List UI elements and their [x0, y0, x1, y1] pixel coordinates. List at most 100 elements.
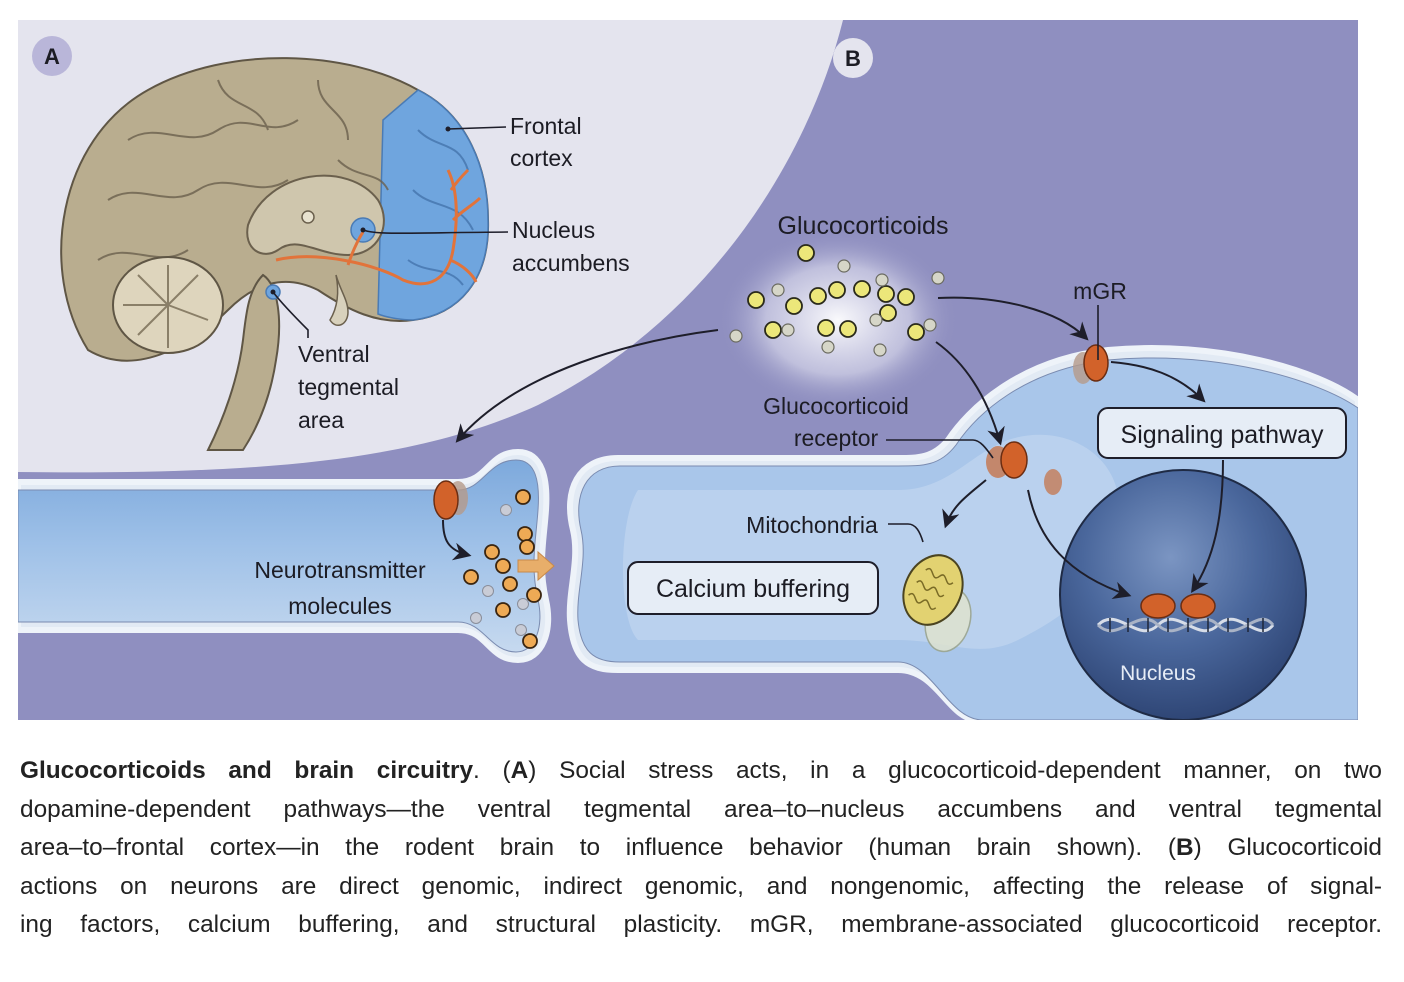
neurotransmitter-molecule [495, 602, 511, 618]
label-nucleus-accumbens-1: Nucleus [512, 217, 595, 243]
label-neurotransmitter-1: Neurotransmitter [254, 557, 426, 583]
glucocorticoid-molecule [729, 329, 743, 343]
neurotransmitter-molecule [526, 587, 542, 603]
calcium-buffering-box: Calcium buffering [627, 561, 879, 615]
caption-bold-text: Glucocorticoids and brain circuitry [20, 757, 474, 784]
label-glucocorticoid-receptor-1: Glucocorticoid [763, 393, 909, 419]
panel-a-badge: A [32, 36, 72, 76]
glucocorticoid-molecules [729, 244, 945, 357]
arrow-to-glucocorticoid-receptor [935, 341, 1005, 446]
glucocorticoid-molecule [873, 343, 887, 357]
neurotransmitter-molecule [522, 633, 538, 649]
nucleus: Nucleus [1059, 469, 1307, 720]
dopamine-pathways [275, 168, 482, 286]
neurotransmitter-molecule [463, 569, 479, 585]
label-calcium-buffering: Calcium buffering [656, 575, 850, 603]
caption-text: actions on neurons are direct genomic, i… [20, 872, 1382, 900]
mgr-receptor [1073, 344, 1109, 384]
glucocorticoid-glow [718, 230, 958, 410]
caption-text: ) Social stress acts, in a glucocorticoi… [528, 757, 1382, 784]
caption-text: ) Glucocorticoid [1193, 834, 1382, 862]
glucocorticoid-molecule [853, 280, 871, 298]
glucocorticoid-molecule [764, 321, 782, 339]
glucocorticoid-molecule [797, 244, 815, 262]
arrow-to-presynaptic [455, 329, 719, 443]
ventral-tegmental-leader [272, 291, 309, 338]
neurotransmitter-molecule [519, 539, 535, 555]
neurotransmitter-molecule [470, 612, 482, 624]
release-arrow-icon [517, 550, 555, 582]
caption-line: area–to–frontal cortex—in the rodent bra… [20, 829, 1382, 868]
nucleus-accumbens-leader [362, 229, 509, 235]
glucocorticoid-molecule [879, 304, 897, 322]
label-nucleus: Nucleus [1120, 662, 1196, 685]
signaling-pathway-box: Signaling pathway [1097, 407, 1347, 459]
caption-text: area–to–frontal cortex—in the rodent bra… [20, 834, 1176, 862]
receptor-on-dna [1140, 593, 1176, 619]
caption-text: . ( [473, 757, 511, 784]
neurotransmitter-molecules [463, 489, 542, 649]
label-nucleus-accumbens-2: accumbens [512, 250, 630, 276]
caption-line: actions on neurons are direct genomic, i… [20, 868, 1382, 907]
glucocorticoid-molecule [817, 319, 835, 337]
arrow-mgr-to-signaling [1110, 361, 1206, 403]
dna-helix-icon [1096, 617, 1275, 633]
brain-stem [206, 273, 281, 451]
neurotransmitter-molecule [517, 526, 533, 542]
mitochondria-icon [902, 554, 972, 653]
label-neurotransmitter-2: molecules [288, 593, 392, 619]
label-glucocorticoids: Glucocorticoids [778, 212, 949, 240]
glucocorticoid-molecule [747, 291, 765, 309]
arrow-to-mitochondria [942, 479, 987, 529]
label-signaling-pathway: Signaling pathway [1121, 421, 1324, 449]
brain-illustration [60, 57, 509, 451]
label-mitochondria: Mitochondria [746, 512, 878, 538]
glucocorticoid-molecule [785, 297, 803, 315]
label-ventral-tegmental-2: tegmental [298, 374, 399, 400]
caption-line: Glucocorticoids and brain circuitry. (A)… [20, 752, 1382, 791]
neurotransmitter-molecule [515, 624, 527, 636]
figure-canvas: A B Frontal cortex Nucleus accumbens Ven… [18, 20, 1358, 720]
neurotransmitter-molecule [495, 558, 511, 574]
receptor-on-dna [1180, 593, 1216, 619]
neurotransmitter-molecule [484, 544, 500, 560]
frontal-cortex-region [377, 89, 489, 321]
glucocorticoid-molecule [828, 281, 846, 299]
glucocorticoid-molecule [907, 323, 925, 341]
glucocorticoid-molecule [923, 318, 937, 332]
neurotransmitter-molecule [517, 598, 529, 610]
glucocorticoid-molecule [837, 259, 851, 273]
glucocorticoid-molecule [897, 288, 915, 306]
glucocorticoid-molecule [839, 320, 857, 338]
label-ventral-tegmental-1: Ventral [298, 341, 370, 367]
glucocorticoid-molecule [771, 283, 785, 297]
arrow-to-dna-direct [1027, 489, 1132, 599]
caption-line: dopamine-dependent pathways—the ventral … [20, 791, 1382, 830]
label-glucocorticoid-receptor-2: receptor [794, 425, 879, 451]
glucocorticoid-molecule [821, 340, 835, 354]
neurotransmitter-molecule [482, 585, 494, 597]
label-frontal-cortex-1: Frontal [510, 113, 582, 139]
caption-bold-text: A [510, 757, 529, 784]
caption-bold-text: B [1176, 834, 1194, 862]
arrow-to-mgr [937, 296, 1089, 341]
svg-text:A: A [44, 44, 60, 69]
presynaptic-receptor [433, 480, 468, 520]
arrow-receptor-to-release [442, 519, 472, 561]
presynaptic-neuron [18, 448, 552, 664]
caption-text: ing factors, calcium buffering, and stru… [20, 911, 1382, 939]
figure: A B Frontal cortex Nucleus accumbens Ven… [18, 20, 1358, 720]
caption-line: ing factors, calcium buffering, and stru… [20, 906, 1382, 945]
label-frontal-cortex-2: cortex [510, 145, 573, 171]
label-mgr: mGR [1073, 278, 1127, 304]
glucocorticoid-molecule [809, 287, 827, 305]
corpus-callosum [246, 174, 385, 257]
neurotransmitter-molecule [502, 576, 518, 592]
glucocorticoid-molecule [877, 285, 895, 303]
figure-caption: Glucocorticoids and brain circuitry. (A)… [20, 752, 1382, 945]
mitochondria-leader [888, 523, 924, 543]
glucocorticoid-molecule [875, 273, 889, 287]
neurotransmitter-molecule [515, 489, 531, 505]
arrow-signaling-to-dna [1191, 459, 1224, 593]
caption-text: dopamine-dependent pathways—the ventral … [20, 795, 1382, 823]
